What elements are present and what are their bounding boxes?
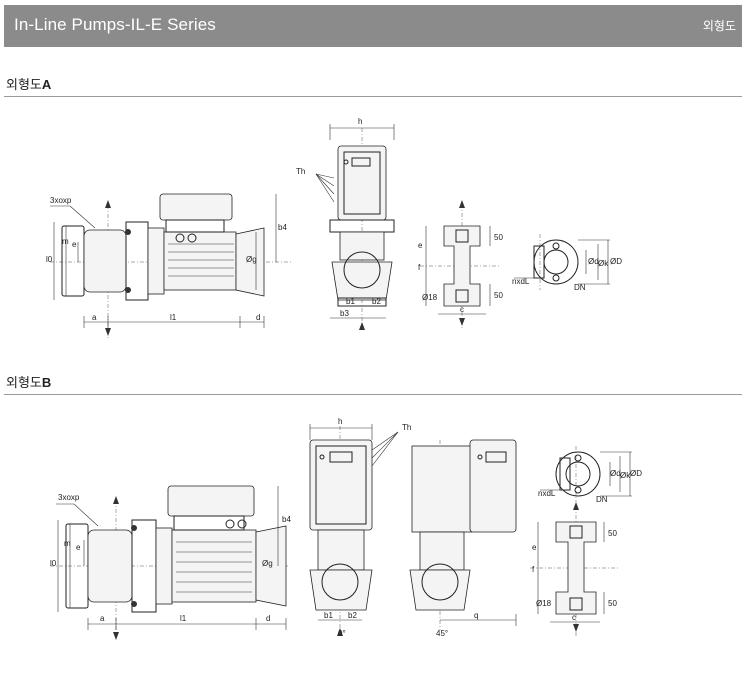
a-base-e-label: e xyxy=(418,241,423,250)
b-dn-label: DN xyxy=(596,495,608,504)
b-nxdl-label: nxdL xyxy=(538,489,556,498)
a-oD-label: ØD xyxy=(610,257,622,266)
a-a-label: a xyxy=(92,313,97,322)
b-base-c-label: c xyxy=(572,613,576,622)
a-3xoxp-label: 3xoxp xyxy=(50,196,72,205)
b-3xoxp-label: 3xoxp xyxy=(58,493,80,502)
section-b-rule xyxy=(4,394,742,395)
b-base-f-label: f xyxy=(532,565,535,574)
a-b1-label: b1 xyxy=(346,297,355,306)
section-a-prefix: 외형도 xyxy=(6,78,42,93)
section-b-prefix: 외형도 xyxy=(6,376,42,391)
a-b4-label: b4 xyxy=(278,223,287,232)
a-front-view: h Th b1 b2 b3 xyxy=(296,117,395,330)
b-od-label: Ød xyxy=(610,469,621,478)
a-dn-label: DN xyxy=(574,283,586,292)
a-l0-label: l0 xyxy=(46,255,53,264)
a-l1-label: l1 xyxy=(170,313,177,322)
a-base-view: e f c Ø18 50 50 xyxy=(418,200,503,330)
a-base-50b-label: 50 xyxy=(494,291,503,300)
b-angle0-label: 0° xyxy=(338,629,346,638)
section-a-title: 외형도A xyxy=(6,74,51,93)
a-e-label: e xyxy=(72,240,77,249)
a-base-c-label: c xyxy=(460,305,464,314)
section-b-title: 외형도B xyxy=(6,372,51,391)
a-base-f-label: f xyxy=(418,263,421,272)
b-oD-label: ØD xyxy=(630,469,642,478)
b-base-50a-label: 50 xyxy=(608,529,617,538)
a-d-label: d xyxy=(256,313,260,322)
a-b2-label: b2 xyxy=(372,297,381,306)
header-section-label: 외형도 xyxy=(702,19,736,33)
b-m-label: m xyxy=(64,539,71,548)
b-e-label: e xyxy=(76,543,81,552)
a-th-label: Th xyxy=(296,167,305,176)
b-l0-label: l0 xyxy=(50,559,57,568)
b-h-label: h xyxy=(338,417,342,426)
b-base-view: e f c Ø18 50 50 xyxy=(530,502,618,636)
b-b4-label: b4 xyxy=(282,515,291,524)
page-header: In-Line Pumps-IL-E Series 외형도 xyxy=(4,5,742,47)
b-b2-label: b2 xyxy=(348,611,357,620)
a-side-view: 3xoxp m e l0 a l1 d Øg b4 xyxy=(46,193,292,340)
b-angle45-label: 45° xyxy=(436,629,448,638)
section-a-rule xyxy=(4,96,742,97)
a-base-50a-label: 50 xyxy=(494,233,503,242)
b-b1-label: b1 xyxy=(324,611,333,620)
section-a-letter: A xyxy=(41,77,52,92)
a-h-label: h xyxy=(358,117,362,126)
a-m-label: m xyxy=(62,237,69,246)
b-front-view-0: h Th b1 b2 0° xyxy=(309,417,411,638)
b-flange-view: nxdL DN Ød Øk ØD xyxy=(538,446,642,504)
a-flange-view: nxdL DN Ød Øk ØD xyxy=(512,234,622,292)
a-base-d18-label: Ø18 xyxy=(422,293,438,302)
a-od-label: Ød xyxy=(588,257,599,266)
header-title: In-Line Pumps-IL-E Series xyxy=(14,15,216,34)
b-side-view: 3xoxp m e l0 a l1 d Øg b4 xyxy=(50,485,291,640)
b-base-d18-label: Ø18 xyxy=(536,599,552,608)
a-b3-label: b3 xyxy=(340,309,349,318)
b-a-label: a xyxy=(100,614,105,623)
section-b-letter: B xyxy=(41,375,52,390)
b-front-view-45: q 45° xyxy=(409,439,517,638)
b-l1-label: l1 xyxy=(180,614,187,623)
b-q-label: q xyxy=(474,611,478,620)
b-base-e-label: e xyxy=(532,543,537,552)
b-th-label: Th xyxy=(402,423,411,432)
b-ok-label: Øk xyxy=(620,471,631,480)
b-d-label: d xyxy=(266,614,270,623)
a-ok-label: Øk xyxy=(598,259,609,268)
b-base-50b-label: 50 xyxy=(608,599,617,608)
b-g-label: Øg xyxy=(262,559,273,568)
a-nxdl-label: nxdL xyxy=(512,277,530,286)
a-g-label: Øg xyxy=(246,255,257,264)
